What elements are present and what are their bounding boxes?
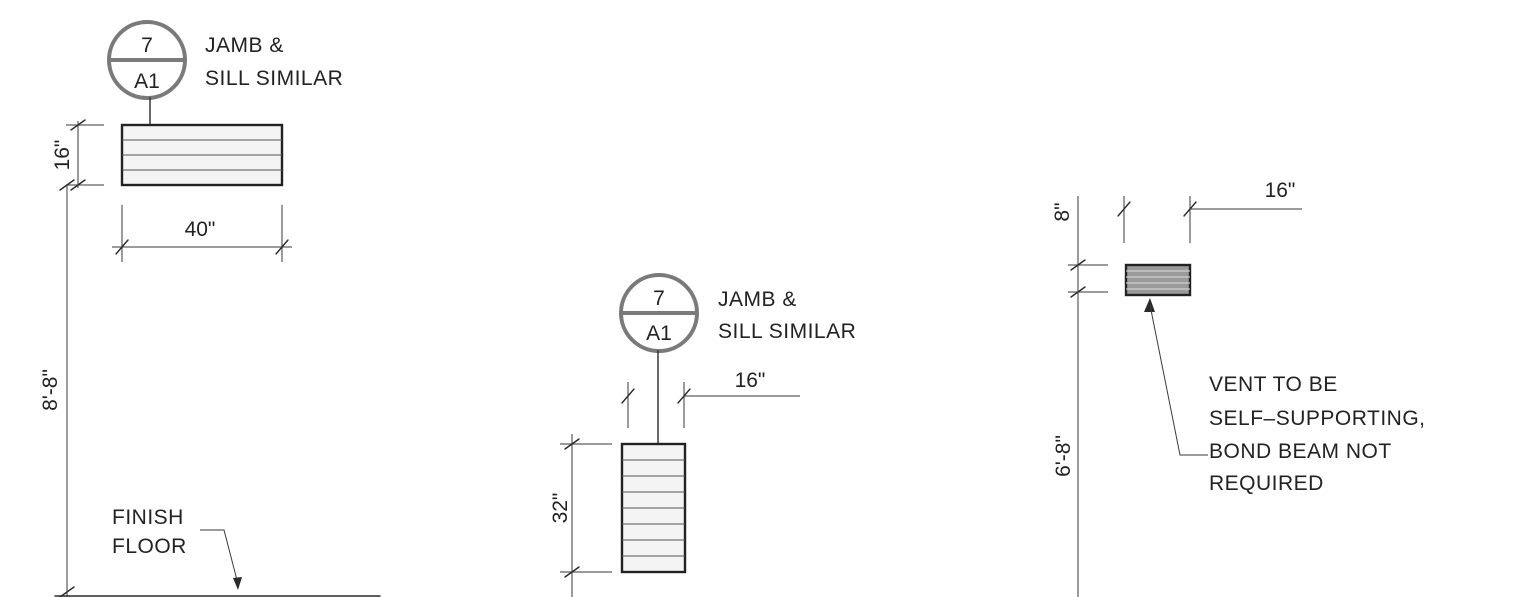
finish-floor-note-line1: FINISH (112, 506, 184, 529)
width-dimension: 16" (1117, 179, 1302, 243)
vent-note-line4: REQUIRED (1209, 472, 1324, 495)
height-dimension-label: 32" (549, 493, 572, 524)
callout-note-line1: JAMB & (718, 288, 797, 311)
opening-rectangle (120, 123, 284, 187)
callout-sheet-number: A1 (646, 322, 672, 345)
height-dimension: 8" (1051, 196, 1108, 597)
width-dimension-label: 16" (735, 369, 766, 392)
elevation-dimension-label: 8'-8" (39, 369, 62, 411)
callout-detail-number: 7 (141, 34, 153, 57)
opening-detail-middle: 7 A1 JAMB & SILL SIMILAR 16" (549, 273, 856, 597)
vent-note-line3: BOND BEAM NOT (1209, 440, 1392, 463)
opening-rectangle (620, 442, 687, 574)
height-dimension-label: 8" (1051, 202, 1074, 221)
width-dimension-label: 16" (1265, 179, 1296, 202)
width-dimension: 16" (621, 369, 800, 428)
section-callout-bubble[interactable]: 7 A1 (107, 20, 187, 100)
opening-detail-left: 7 A1 JAMB & SILL SIMILAR 16" (39, 20, 381, 597)
elevation-dimension: 8'-8" (39, 179, 75, 597)
callout-note-line2: SILL SIMILAR (718, 320, 856, 343)
vent-rectangle (1124, 263, 1192, 297)
vent-note-line2: SELF–SUPPORTING, (1209, 407, 1426, 430)
elevation-dimension-label: 6'-8" (1052, 435, 1075, 477)
callout-note-line1: JAMB & (205, 34, 284, 57)
finish-floor-arrowhead (233, 577, 242, 590)
vent-note-line1: VENT TO BE (1209, 373, 1338, 396)
width-dimension-label: 40" (185, 218, 216, 241)
callout-note-line2: SILL SIMILAR (205, 67, 343, 90)
finish-floor-leader (200, 529, 239, 585)
callout-sheet-number: A1 (134, 70, 160, 93)
height-dimension: 32" (549, 434, 612, 597)
vent-detail-right: 8" 16" 6'-8" VENT TO BE SELF–SUPPORTING,… (1051, 179, 1426, 597)
section-callout-bubble[interactable]: 7 A1 (619, 273, 699, 353)
height-dimension: 16" (51, 119, 104, 191)
vent-note-arrowhead (1144, 298, 1155, 312)
callout-detail-number: 7 (653, 287, 665, 310)
vent-note-leader (1149, 304, 1208, 456)
width-dimension: 40" (112, 205, 292, 262)
finish-floor-note-line2: FLOOR (112, 535, 187, 558)
height-dimension-label: 16" (51, 140, 74, 171)
